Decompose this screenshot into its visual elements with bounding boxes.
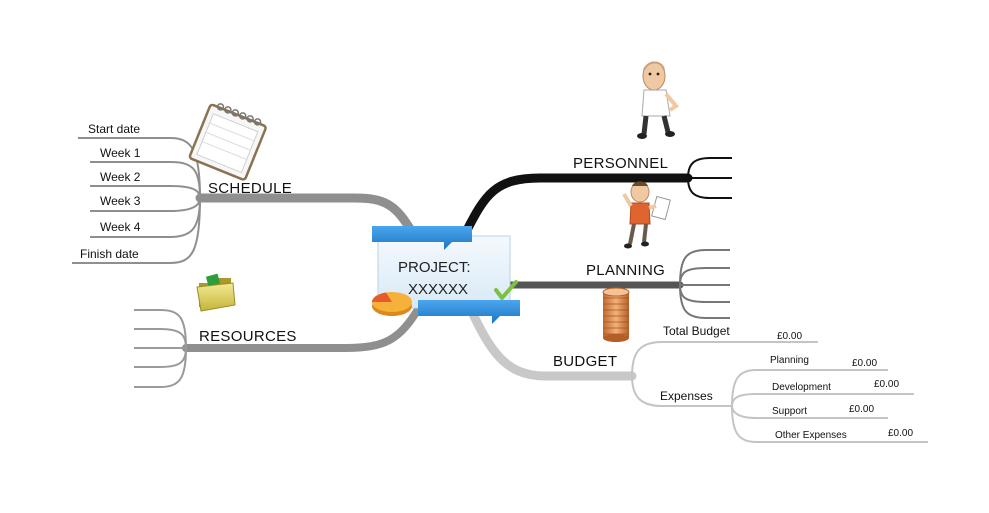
schedule-connector	[195, 193, 417, 237]
personnel-branch[interactable]: PERSONNEL	[461, 61, 732, 237]
budget-total-value: £0.00	[777, 331, 802, 342]
budget-total-label: Total Budget	[663, 324, 730, 338]
budget-label: BUDGET	[553, 353, 617, 370]
resources-subbranches	[134, 309, 187, 388]
notepad-icon	[188, 103, 267, 181]
budget-subbranches	[631, 341, 928, 443]
expense-development-value: £0.00	[874, 379, 899, 390]
personnel-connector	[461, 173, 693, 237]
coin-stack-icon	[602, 287, 630, 342]
budget-branch[interactable]: BUDGET Total Budget £0.00 Expenses Plann…	[465, 287, 928, 443]
budget-connector	[465, 303, 637, 381]
planning-branch[interactable]: PLANNING	[506, 181, 730, 319]
schedule-item-week-4: Week 4	[100, 220, 141, 234]
center-top-ribbon	[372, 226, 472, 250]
schedule-item-week-2: Week 2	[100, 170, 141, 184]
schedule-label: SCHEDULE	[208, 180, 292, 197]
person-with-checklist-icon	[622, 181, 671, 249]
checkmark-icon	[494, 280, 518, 300]
folder-icon	[196, 273, 236, 312]
resources-connector	[182, 302, 424, 352]
expense-planning-value: £0.00	[852, 358, 877, 369]
center-topic[interactable]: PROJECT: XXXXXX	[372, 226, 520, 324]
center-topic-subtitle: XXXXXX	[408, 281, 468, 298]
thinking-man-icon	[637, 61, 679, 139]
personnel-subbranches	[687, 157, 732, 199]
expense-support-label: Support	[772, 406, 807, 417]
center-bottom-ribbon	[418, 300, 520, 324]
planning-subbranches	[679, 249, 730, 319]
expense-other-label: Other Expenses	[775, 430, 847, 441]
budget-expenses-label: Expenses	[660, 389, 713, 403]
expense-development-label: Development	[772, 382, 831, 393]
expense-other-value: £0.00	[888, 428, 913, 439]
resources-label: RESOURCES	[199, 328, 297, 345]
pie-chart-icon	[372, 292, 412, 316]
schedule-item-week-1: Week 1	[100, 146, 141, 160]
expense-planning-label: Planning	[770, 355, 809, 366]
schedule-subbranches	[72, 137, 201, 264]
personnel-label: PERSONNEL	[573, 155, 668, 172]
schedule-branch[interactable]: SCHEDULE Start date Week 1 Week 2 Week 3…	[72, 100, 417, 264]
planning-label: PLANNING	[586, 262, 665, 279]
schedule-item-finish-date: Finish date	[80, 247, 139, 261]
schedule-item-week-3: Week 3	[100, 194, 141, 208]
center-topic-title: PROJECT:	[398, 259, 471, 276]
schedule-item-start-date: Start date	[88, 122, 140, 136]
resources-branch[interactable]: RESOURCES	[134, 273, 424, 388]
expense-support-value: £0.00	[849, 404, 874, 415]
